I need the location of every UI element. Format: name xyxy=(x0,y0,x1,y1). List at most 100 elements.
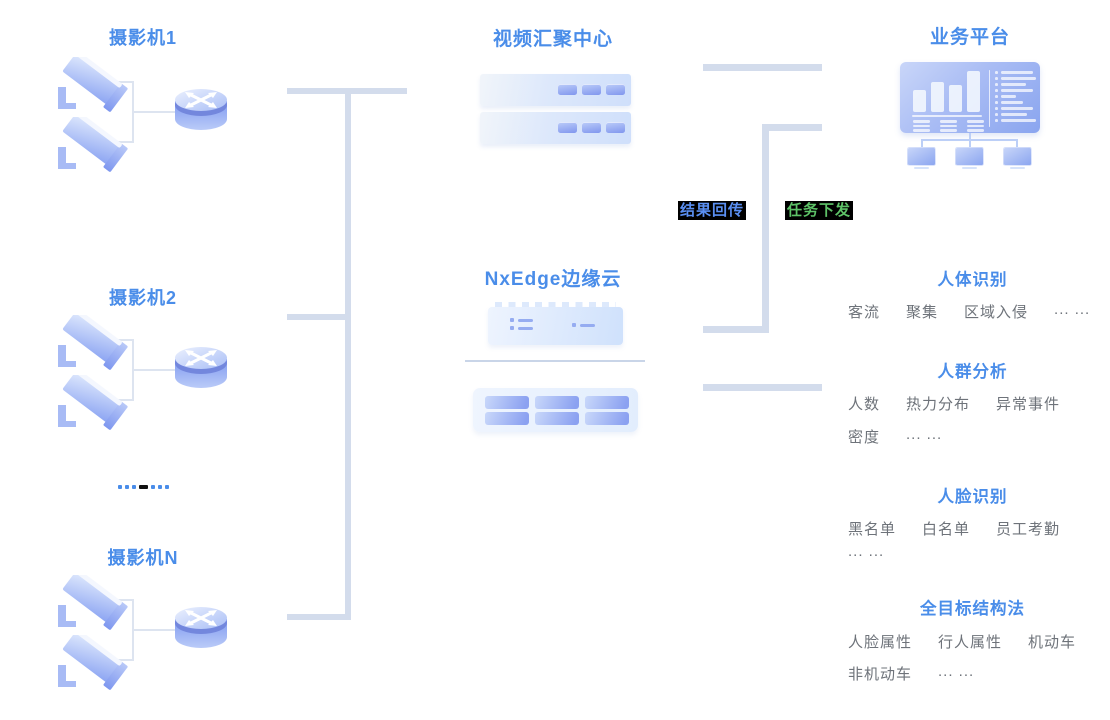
dashboard-dash xyxy=(913,120,930,123)
dashboard-icon xyxy=(900,62,1040,133)
monitor-icon xyxy=(1003,147,1032,166)
section-items: 非机动车 ... ... xyxy=(848,663,974,684)
camera-group-1 xyxy=(48,55,238,183)
list-line xyxy=(1001,89,1033,92)
camera-link-line xyxy=(112,599,134,601)
edge-module xyxy=(585,396,629,409)
section-items: 人脸属性 行人属性 机动车 xyxy=(848,631,1076,652)
edge-platform-line xyxy=(703,384,822,391)
chart-bar xyxy=(931,82,944,112)
list-dot xyxy=(995,95,998,98)
list-dot xyxy=(995,113,998,116)
capability-item: ... ... xyxy=(848,543,885,560)
chip-mark xyxy=(510,326,514,330)
capability-item: 人数 xyxy=(848,396,881,413)
capability-item: 员工考勤 xyxy=(996,521,1061,538)
edge-module xyxy=(485,396,529,409)
platform-title: 业务平台 xyxy=(929,27,1010,48)
capability-item: 热力分布 xyxy=(906,396,971,413)
section-items: ... ... xyxy=(848,543,884,560)
chip-mark xyxy=(580,323,595,327)
camera-group-1-title: 摄影机1 xyxy=(108,28,177,48)
monitor-link xyxy=(921,139,923,148)
monitor-base xyxy=(914,167,929,169)
camera-group-2 xyxy=(48,313,238,441)
dashboard-vdivider xyxy=(989,70,991,127)
section-items: 黑名单 白名单 员工考勤 xyxy=(848,518,1060,539)
hub-platform-line xyxy=(703,64,822,71)
capability-item: 客流 xyxy=(848,304,881,321)
monitor-link xyxy=(1016,139,1018,148)
section-items: 人数 热力分布 异常事件 xyxy=(848,393,1060,414)
stair-line-top xyxy=(762,124,822,131)
section-items: 客流 聚集 区域入侵 ... ... xyxy=(848,301,1090,322)
capability-item: ... ... xyxy=(906,426,943,443)
list-dot xyxy=(995,89,998,92)
capability-item: 异常事件 xyxy=(996,396,1061,413)
server-chip xyxy=(606,84,625,95)
router-icon xyxy=(175,347,227,388)
router-icon xyxy=(175,89,227,130)
server-chip xyxy=(582,122,601,133)
server-chip xyxy=(582,84,601,95)
camera-group-2-title: 摄影机2 xyxy=(108,288,177,308)
list-line xyxy=(1001,71,1033,74)
edge-chip-icon xyxy=(488,302,623,345)
server-chip xyxy=(606,122,625,133)
camera-group-n xyxy=(48,573,238,701)
monitor-icon xyxy=(907,147,936,166)
edge-module xyxy=(585,412,629,425)
capability-item: ... ... xyxy=(1054,301,1091,318)
edge-cloud-title: NxEdge边缘云 xyxy=(484,269,622,290)
edge-server-icon xyxy=(473,388,638,432)
list-line xyxy=(1001,83,1026,86)
list-dot xyxy=(995,83,998,86)
stair-line-bottom xyxy=(703,326,769,333)
camera-icon xyxy=(58,575,128,630)
chip-mark xyxy=(510,318,514,322)
dashboard-dash xyxy=(940,129,957,132)
edge-module xyxy=(535,396,579,409)
section-title-body-recognition: 人体识别 xyxy=(937,271,1008,289)
dashboard-dash xyxy=(967,129,984,132)
dashboard-dash xyxy=(967,120,984,123)
camera-icon xyxy=(58,315,128,370)
server-chip xyxy=(558,84,577,95)
capability-item: 白名单 xyxy=(922,521,971,538)
video-hub-title: 视频汇聚中心 xyxy=(492,29,613,50)
edge-module xyxy=(485,412,529,425)
server-chip xyxy=(558,122,577,133)
capability-item: ... ... xyxy=(938,663,975,680)
dashboard-divider xyxy=(912,115,982,117)
camera-link-line xyxy=(112,339,134,341)
chart-bar xyxy=(913,90,926,112)
capability-item: 聚集 xyxy=(906,304,939,321)
list-line xyxy=(1001,77,1036,80)
edge-divider-line xyxy=(465,360,645,362)
monitor-base xyxy=(962,167,977,169)
list-line xyxy=(1001,107,1033,110)
list-line xyxy=(1001,101,1023,104)
camera-icon xyxy=(58,375,128,430)
camera-icon xyxy=(58,635,128,690)
router-icon xyxy=(175,607,227,648)
capability-item: 黑名单 xyxy=(848,521,897,538)
camera-link-line xyxy=(112,81,134,83)
monitor-link xyxy=(969,133,971,139)
monitor-base xyxy=(1010,167,1025,169)
more-cameras-ellipsis xyxy=(118,485,169,489)
chart-bar xyxy=(967,71,980,112)
flow-label-result: 结果回传 xyxy=(678,201,747,220)
capability-item: 行人属性 xyxy=(938,634,1003,651)
monitor-icon xyxy=(955,147,984,166)
camera-link-line xyxy=(112,399,134,401)
chip-teeth xyxy=(495,302,616,307)
section-title-face-recognition: 人脸识别 xyxy=(937,488,1008,506)
chip-mark xyxy=(518,318,533,322)
list-dot xyxy=(995,71,998,74)
section-title-full-target: 全目标结构法 xyxy=(920,600,1025,618)
capability-item: 非机动车 xyxy=(848,666,913,683)
dashboard-dash xyxy=(940,120,957,123)
camera-icon xyxy=(58,117,128,172)
capability-item: 区域入侵 xyxy=(964,304,1029,321)
